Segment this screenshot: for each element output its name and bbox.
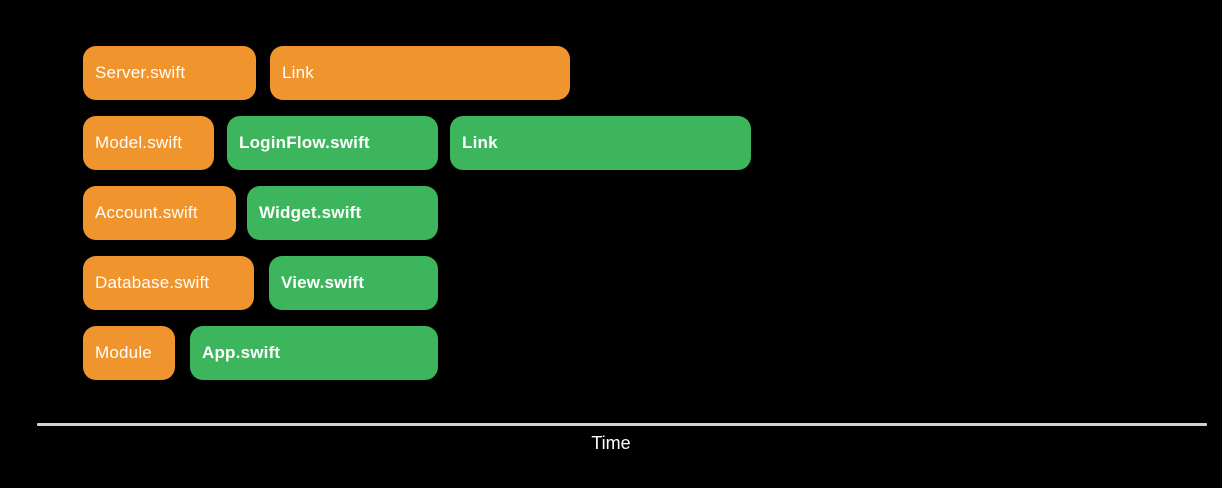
bar-label: Link: [282, 63, 314, 82]
bar-label: Server.swift: [95, 63, 186, 82]
bar-label: Link: [462, 133, 498, 152]
bar-label: View.swift: [281, 273, 365, 292]
bar-label: Database.swift: [95, 273, 210, 292]
timeline-bar-view-swift[interactable]: View.swift: [269, 256, 438, 310]
bar-label: App.swift: [202, 343, 281, 362]
bar-label: Module: [95, 343, 152, 362]
timeline-bar-server-swift[interactable]: Server.swift: [83, 46, 256, 100]
time-axis-line: [37, 423, 1207, 426]
bar-label: Model.swift: [95, 133, 183, 152]
bar-label: Widget.swift: [259, 203, 362, 222]
timeline-bar-link[interactable]: Link: [450, 116, 751, 170]
timeline-bar-database-swift[interactable]: Database.swift: [83, 256, 254, 310]
bar-label: Account.swift: [95, 203, 198, 222]
time-axis-label: Time: [591, 433, 631, 453]
timeline-bar-app-swift[interactable]: App.swift: [190, 326, 438, 380]
timeline-bar-link[interactable]: Link: [270, 46, 570, 100]
bar-label: LoginFlow.swift: [239, 133, 370, 152]
timeline-bar-module[interactable]: Module: [83, 326, 175, 380]
timeline-bar-loginflow-swift[interactable]: LoginFlow.swift: [227, 116, 438, 170]
timeline-bar-widget-swift[interactable]: Widget.swift: [247, 186, 438, 240]
timeline-bar-model-swift[interactable]: Model.swift: [83, 116, 214, 170]
timeline-bar-account-swift[interactable]: Account.swift: [83, 186, 236, 240]
